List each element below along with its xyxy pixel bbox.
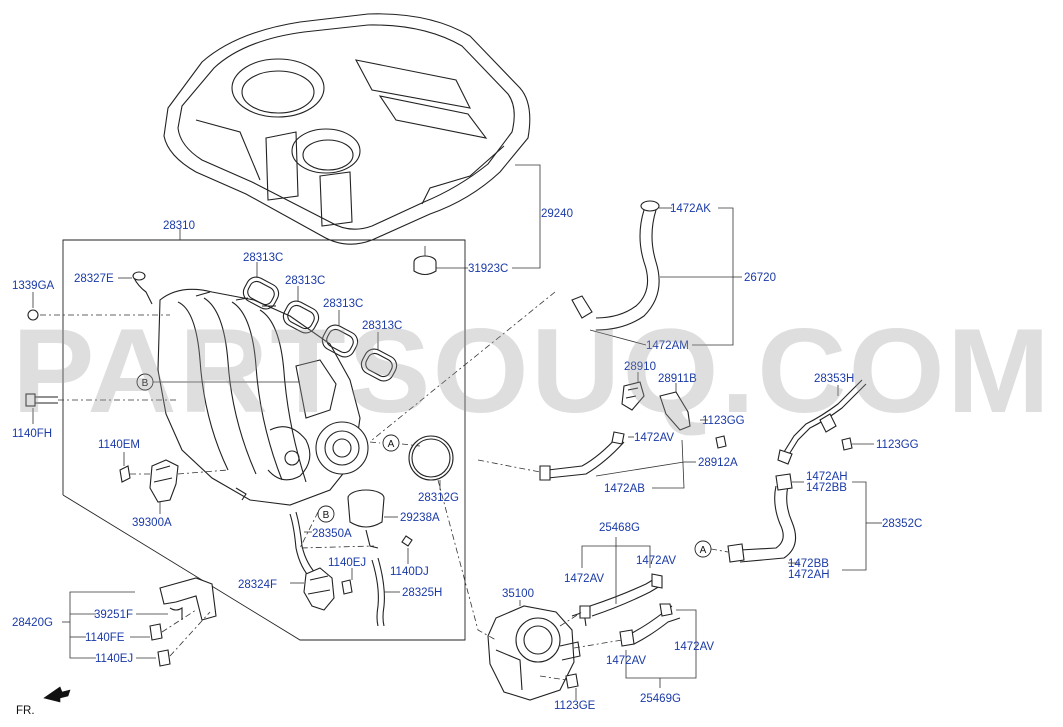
label-28912a[interactable]: 28912A <box>698 457 738 469</box>
svg-text:B: B <box>323 510 330 521</box>
label-1123gg-1[interactable]: 1123GG <box>702 415 745 427</box>
label-26720[interactable]: 26720 <box>744 272 776 284</box>
label-29240[interactable]: 29240 <box>541 208 573 220</box>
engine-cover[interactable] <box>163 13 531 245</box>
label-31923c[interactable]: 31923C <box>468 263 508 275</box>
label-1472bb-2[interactable]: 1472BB <box>788 558 829 570</box>
label-1339ga[interactable]: 1339GA <box>12 280 55 292</box>
label-28313c-1[interactable]: 28313C <box>243 252 283 264</box>
label-1140em[interactable]: 1140EM <box>98 439 140 451</box>
label-28324f[interactable]: 28324F <box>238 579 277 591</box>
label-1140fe[interactable]: 1140FE <box>85 632 125 644</box>
hose-28350a[interactable] <box>289 511 319 581</box>
label-25468g[interactable]: 25468G <box>599 522 640 534</box>
label-28910[interactable]: 28910 <box>624 361 656 373</box>
label-1123gg-2[interactable]: 1123GG <box>876 439 919 451</box>
intake-manifold[interactable] <box>157 288 369 506</box>
hose-28325h[interactable] <box>371 557 400 627</box>
map-sensor-39300a[interactable] <box>149 459 229 503</box>
coolant-hose-25469g[interactable] <box>619 603 681 647</box>
label-1472am[interactable]: 1472AM <box>646 340 689 352</box>
svg-text:B: B <box>142 378 149 389</box>
label-28325h[interactable]: 28325H <box>402 587 442 599</box>
coolant-hose-25468g[interactable] <box>579 573 663 619</box>
bolt-1140ej[interactable] <box>341 579 353 595</box>
label-1472av-2[interactable]: 1472AV <box>564 573 604 585</box>
label-28420g[interactable]: 28420G <box>12 617 53 629</box>
label-1140dj[interactable]: 1140DJ <box>390 566 429 578</box>
hose-28352c[interactable] <box>727 473 797 563</box>
breather-hose-26720[interactable] <box>571 200 660 331</box>
label-1472av-4[interactable]: 1472AV <box>606 655 646 667</box>
bolt-1123ge[interactable] <box>539 673 579 689</box>
label-1140ej-2[interactable]: 1140EJ <box>95 653 133 665</box>
callout-a-2[interactable]: A <box>694 540 712 558</box>
label-1472ah-1[interactable]: 1472AH <box>806 471 848 483</box>
label-1140ej-1[interactable]: 1140EJ <box>328 557 366 569</box>
label-28327e[interactable]: 28327E <box>74 273 114 285</box>
label-1472ah-2[interactable]: 1472AH <box>788 569 830 581</box>
intake-gaskets[interactable] <box>240 274 400 385</box>
label-25469g[interactable]: 25469G <box>640 693 681 705</box>
vacuum-nipple[interactable] <box>118 271 153 305</box>
svg-text:A: A <box>388 439 395 450</box>
label-28312g[interactable]: 28312G <box>418 492 459 504</box>
label-28313c-3[interactable]: 28313C <box>323 298 363 310</box>
label-1472ak[interactable]: 1472AK <box>670 203 711 215</box>
label-28353h[interactable]: 28353H <box>814 373 854 385</box>
throttle-gasket[interactable] <box>408 435 454 481</box>
svg-text:A: A <box>700 545 707 556</box>
callout-b-1[interactable]: B <box>136 373 154 391</box>
valve-28324f[interactable] <box>303 567 335 611</box>
label-1472av-1[interactable]: 1472AV <box>634 432 674 444</box>
label-front-direction: FR. <box>16 705 35 717</box>
purge-valve-29238a[interactable] <box>347 489 413 549</box>
label-28313c-2[interactable]: 28313C <box>285 275 325 287</box>
bolt-1339ga[interactable] <box>27 309 170 321</box>
label-35100[interactable]: 35100 <box>502 588 534 600</box>
label-1472av-3[interactable]: 1472AV <box>636 555 676 567</box>
pipe-28353h[interactable] <box>777 379 867 465</box>
label-1140fh[interactable]: 1140FH <box>12 428 52 440</box>
label-1472av-5[interactable]: 1472AV <box>674 641 714 653</box>
cover-grommet[interactable] <box>413 246 437 276</box>
label-1472ab[interactable]: 1472AB <box>604 483 645 495</box>
label-28911b[interactable]: 28911B <box>658 373 697 385</box>
label-28352c[interactable]: 28352C <box>882 518 922 530</box>
label-28310[interactable]: 28310 <box>163 220 195 232</box>
watermark-text: PARTSOUQ.COM <box>12 304 1052 438</box>
callout-b-2[interactable]: B <box>317 505 335 523</box>
label-28313c-4[interactable]: 28313C <box>362 320 402 332</box>
label-28350a[interactable]: 28350A <box>312 528 352 540</box>
pcv-hose-28912a[interactable] <box>539 431 625 481</box>
bolt-1140fh[interactable] <box>25 393 176 407</box>
label-39300a[interactable]: 39300A <box>132 517 172 529</box>
label-29238a[interactable]: 29238A <box>400 512 440 524</box>
label-39251f[interactable]: 39251F <box>94 609 133 621</box>
part-labels: 28310 29240 31923C 1339GA 28327E 28313C … <box>12 203 922 717</box>
bracket-28420g[interactable] <box>149 577 217 667</box>
label-1123ge[interactable]: 1123GE <box>554 700 596 712</box>
front-direction-arrow-icon <box>43 686 71 703</box>
throttle-body-35100[interactable] <box>487 605 587 701</box>
callout-a-1[interactable]: A <box>382 434 400 452</box>
label-1472bb-1[interactable]: 1472BB <box>806 482 847 494</box>
pcv-valve-28910[interactable] <box>621 381 645 411</box>
bolt-1123gg[interactable] <box>715 435 727 449</box>
